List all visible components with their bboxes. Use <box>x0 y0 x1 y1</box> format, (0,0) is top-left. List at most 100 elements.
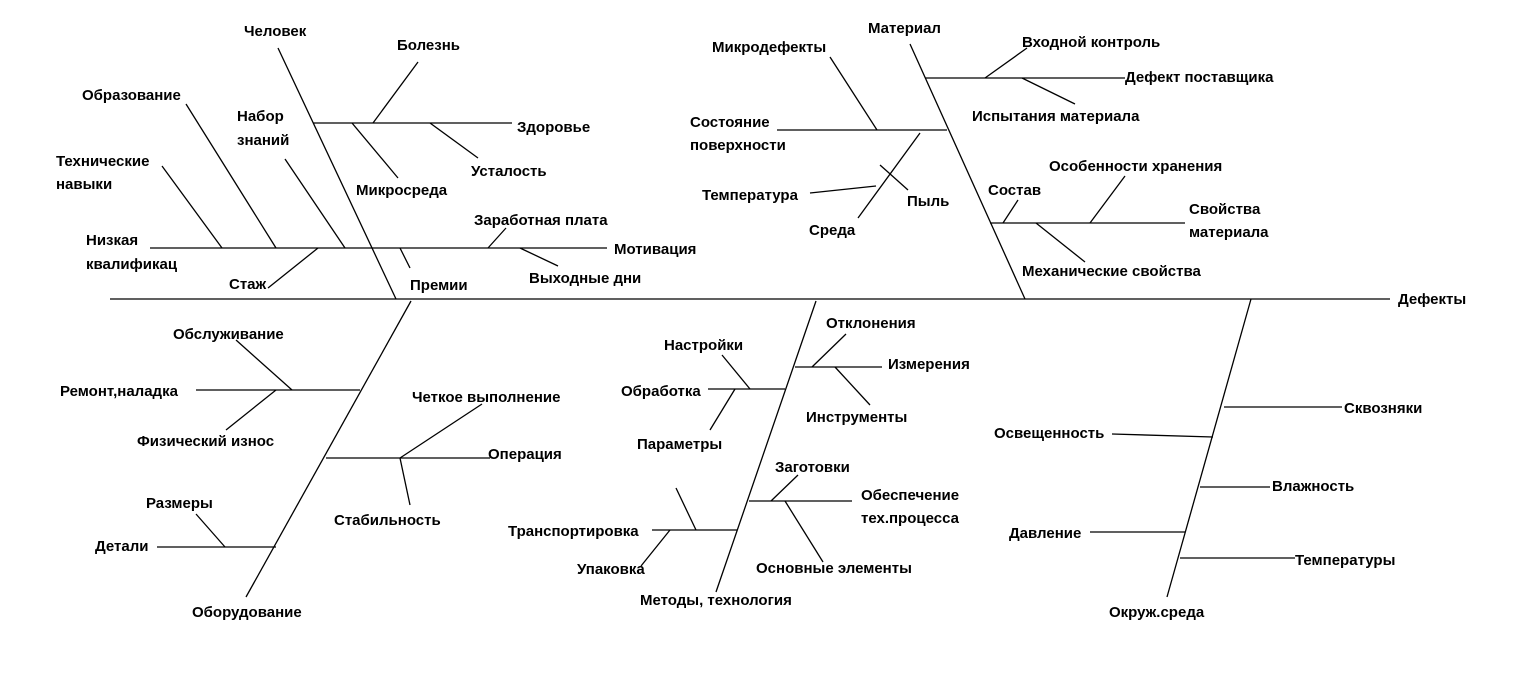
cause-label: Технические навыки <box>56 153 154 193</box>
cause-label: Усталость <box>471 163 547 180</box>
cause-label: Операция <box>488 446 562 463</box>
cause-label: Входной контроль <box>1022 34 1160 51</box>
cause-label-line: Состояние <box>690 114 770 131</box>
cause-label: Отклонения <box>826 315 916 332</box>
cause-label: Испытания материала <box>972 108 1140 125</box>
cause-label: Микросреда <box>356 182 448 199</box>
cause-label: Низкая квалификац <box>86 232 178 273</box>
cause-label: Здоровье <box>517 119 590 136</box>
cause-label-line: Технические <box>56 153 149 170</box>
cause-label-line: Низкая <box>86 232 138 249</box>
cause-label: Сквозняки <box>1344 400 1422 417</box>
equipment-twig <box>225 389 277 431</box>
material-twig <box>1002 199 1019 224</box>
material-twig <box>984 47 1028 79</box>
methods-twig <box>770 474 799 502</box>
cause-label: Настройки <box>664 337 743 354</box>
cause-label: Физический износ <box>137 433 274 450</box>
cause-label: Четкое выполнение <box>412 389 560 406</box>
cause-label: Микродефекты <box>712 39 826 56</box>
category-title-equipment: Оборудование <box>192 604 302 621</box>
cause-label-line: Обеспечение <box>861 487 959 504</box>
cause-label-line: материала <box>1189 224 1269 241</box>
methods-twig <box>834 366 871 406</box>
cause-label: Упаковка <box>577 561 645 578</box>
methods-twig <box>640 529 671 567</box>
methods-bone <box>715 300 817 593</box>
methods-twig <box>675 487 697 531</box>
cause-label: Среда <box>809 222 856 239</box>
cause-label: Влажность <box>1272 478 1354 495</box>
equipment-twig <box>399 457 411 506</box>
man-twig <box>284 158 346 249</box>
equipment-bone <box>245 300 412 598</box>
cause-label: Обеспечение тех.процесса <box>861 487 963 527</box>
cause-label: Давление <box>1009 525 1081 542</box>
cause-label-line: навыки <box>56 176 112 193</box>
material-twig <box>809 185 877 194</box>
man-twig <box>351 122 399 179</box>
methods-twig <box>721 354 751 390</box>
cause-label: Обслуживание <box>173 326 284 343</box>
cause-label: Пыль <box>907 193 949 210</box>
cause-label: Ремонт,наладка <box>60 383 179 400</box>
cause-label: Температура <box>702 187 799 204</box>
material-twig <box>1035 222 1086 263</box>
category-title-man: Человек <box>244 23 307 40</box>
cause-label: Механические свойства <box>1022 263 1202 280</box>
cause-label: Заготовки <box>775 459 850 476</box>
cause-label: Инструменты <box>806 409 907 426</box>
material-twig <box>879 164 909 191</box>
equipment-twig <box>195 513 226 548</box>
cause-label: Образование <box>82 87 181 104</box>
cause-label: Основные элементы <box>756 560 912 577</box>
cause-label-line: поверхности <box>690 137 786 154</box>
cause-label: Транспортировка <box>508 523 639 540</box>
man-twig <box>487 227 507 249</box>
cause-label: Премии <box>410 277 468 294</box>
man-twig <box>429 122 479 159</box>
cause-label: Измерения <box>888 356 970 373</box>
man-twig <box>399 247 411 269</box>
man-twig <box>267 247 319 289</box>
methods-twig <box>709 388 736 431</box>
cause-label: Параметры <box>637 436 722 453</box>
environment-bone <box>1166 298 1252 598</box>
man-twig <box>372 61 419 124</box>
equipment-twig <box>235 339 293 391</box>
cause-label: Обработка <box>621 383 701 400</box>
environment-branch <box>1111 433 1214 438</box>
material-twig <box>857 132 921 219</box>
cause-label-line: тех.процесса <box>861 510 960 527</box>
cause-label-line: Свойства <box>1189 201 1261 218</box>
category-title-material: Материал <box>868 20 941 37</box>
material-twig <box>1089 175 1126 224</box>
methods-twig <box>784 500 824 563</box>
cause-label: Стабильность <box>334 512 441 529</box>
cause-label-line: квалификац <box>86 256 178 273</box>
cause-label: Дефект поставщика <box>1125 69 1274 86</box>
equipment-twig <box>399 403 483 459</box>
cause-label-line: Набор <box>237 108 284 125</box>
cause-label: Стаж <box>229 276 267 293</box>
material-twig <box>1021 77 1076 105</box>
cause-label: Свойства материала <box>1189 201 1269 241</box>
methods-twig <box>811 333 847 368</box>
cause-label: Размеры <box>146 495 213 512</box>
effect-label: Дефекты <box>1398 291 1466 308</box>
material-bone <box>909 43 1026 300</box>
cause-label: Температуры <box>1295 552 1395 569</box>
cause-label: Освещенность <box>994 425 1104 442</box>
cause-label: Состояние поверхности <box>690 114 786 154</box>
man-twig <box>185 103 277 249</box>
category-title-environment: Окруж.среда <box>1109 604 1205 621</box>
cause-label: Выходные дни <box>529 270 641 287</box>
cause-label-line: знаний <box>237 132 289 149</box>
man-twig <box>519 247 559 267</box>
cause-label: Особенности хранения <box>1049 158 1222 175</box>
cause-label: Мотивация <box>614 241 696 258</box>
cause-label: Набор знаний <box>237 108 289 149</box>
cause-label: Болезнь <box>397 37 460 54</box>
